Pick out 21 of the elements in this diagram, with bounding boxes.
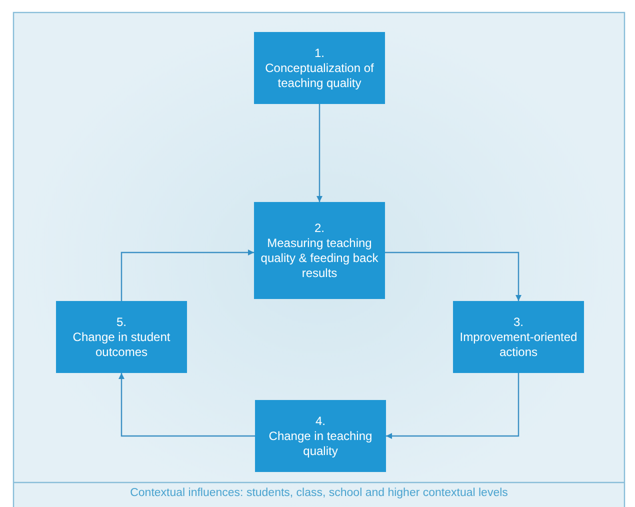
step-label: Measuring teaching quality & feeding back results bbox=[260, 236, 380, 280]
step-label: Change in teaching quality bbox=[268, 428, 374, 458]
step-number: 3. bbox=[513, 314, 524, 330]
arrow bbox=[120, 250, 254, 301]
arrow bbox=[385, 252, 522, 301]
context-note: Contextual influences: students, class, school and higher contextual levels bbox=[129, 487, 509, 499]
step-label: Change in student outcomes bbox=[72, 330, 172, 360]
process-box bbox=[254, 202, 385, 299]
step-number: 2. bbox=[314, 220, 324, 236]
step-label: Improvement-oriented actions bbox=[458, 330, 578, 360]
arrow bbox=[118, 373, 255, 437]
process-box bbox=[56, 301, 187, 373]
process-box bbox=[255, 400, 386, 472]
process-box bbox=[453, 301, 584, 373]
step-number: 1. bbox=[314, 46, 324, 60]
step-number: 4. bbox=[315, 414, 326, 428]
step-number: 5. bbox=[116, 314, 126, 330]
step-label: Conceptualization of teaching quality bbox=[264, 60, 375, 90]
arrow bbox=[386, 373, 520, 439]
arrow bbox=[316, 104, 322, 202]
process-box bbox=[254, 32, 385, 104]
